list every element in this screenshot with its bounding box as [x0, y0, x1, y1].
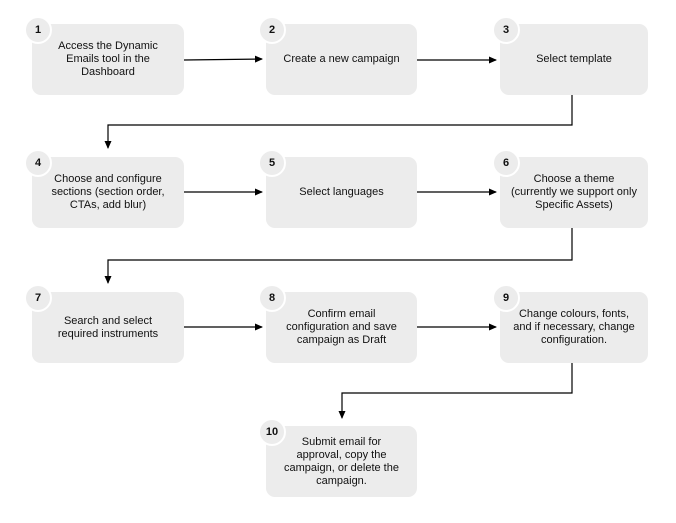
step-1-badge: 1	[24, 16, 52, 44]
step-4-badge: 4	[24, 149, 52, 177]
step-5-badge: 5	[258, 149, 286, 177]
step-5-text: Select languages	[299, 186, 384, 198]
step-10-box	[266, 426, 417, 497]
arrow-3-to-4	[104, 95, 573, 149]
step-3-box	[500, 24, 648, 95]
step-2-text: Create a new campaign	[283, 53, 400, 65]
step-6-text: Choose a theme (currently we support onl…	[511, 173, 637, 211]
step-1-text: Access the Dynamic Emails tool in the Da…	[58, 40, 158, 78]
step-1-box	[32, 24, 184, 95]
step-3-badge: 3	[492, 16, 520, 44]
step-2-box	[266, 24, 417, 95]
step-2-badge: 2	[258, 16, 286, 44]
step-9-badge: 9	[492, 284, 520, 312]
arrow-6-to-7	[104, 228, 573, 284]
step-9-box	[500, 292, 648, 363]
arrow-1-to-2	[183, 55, 263, 63]
step-6-badge: 6	[492, 149, 520, 177]
step-8-box	[266, 292, 417, 363]
step-7-box	[32, 292, 184, 363]
step-4-box	[32, 157, 184, 228]
step-5-box	[266, 157, 417, 228]
step-7-badge: 7	[24, 284, 52, 312]
step-3-text: Select template	[536, 53, 612, 65]
step-4-text: Choose and configure sections (section o…	[51, 173, 165, 211]
step-8-badge: 8	[258, 284, 286, 312]
step-9-text: Change colours, fonts, and if necessary,…	[513, 308, 635, 346]
step-10-badge: 10	[258, 418, 286, 446]
step-7-text: Search and select required instruments	[57, 314, 159, 340]
step-8-text: Confirm email configuration and save cam…	[286, 308, 397, 346]
step-10-text: Submit email for approval, copy the camp…	[284, 435, 399, 487]
step-6-box	[500, 157, 648, 228]
arrow-9-to-10	[338, 363, 573, 419]
